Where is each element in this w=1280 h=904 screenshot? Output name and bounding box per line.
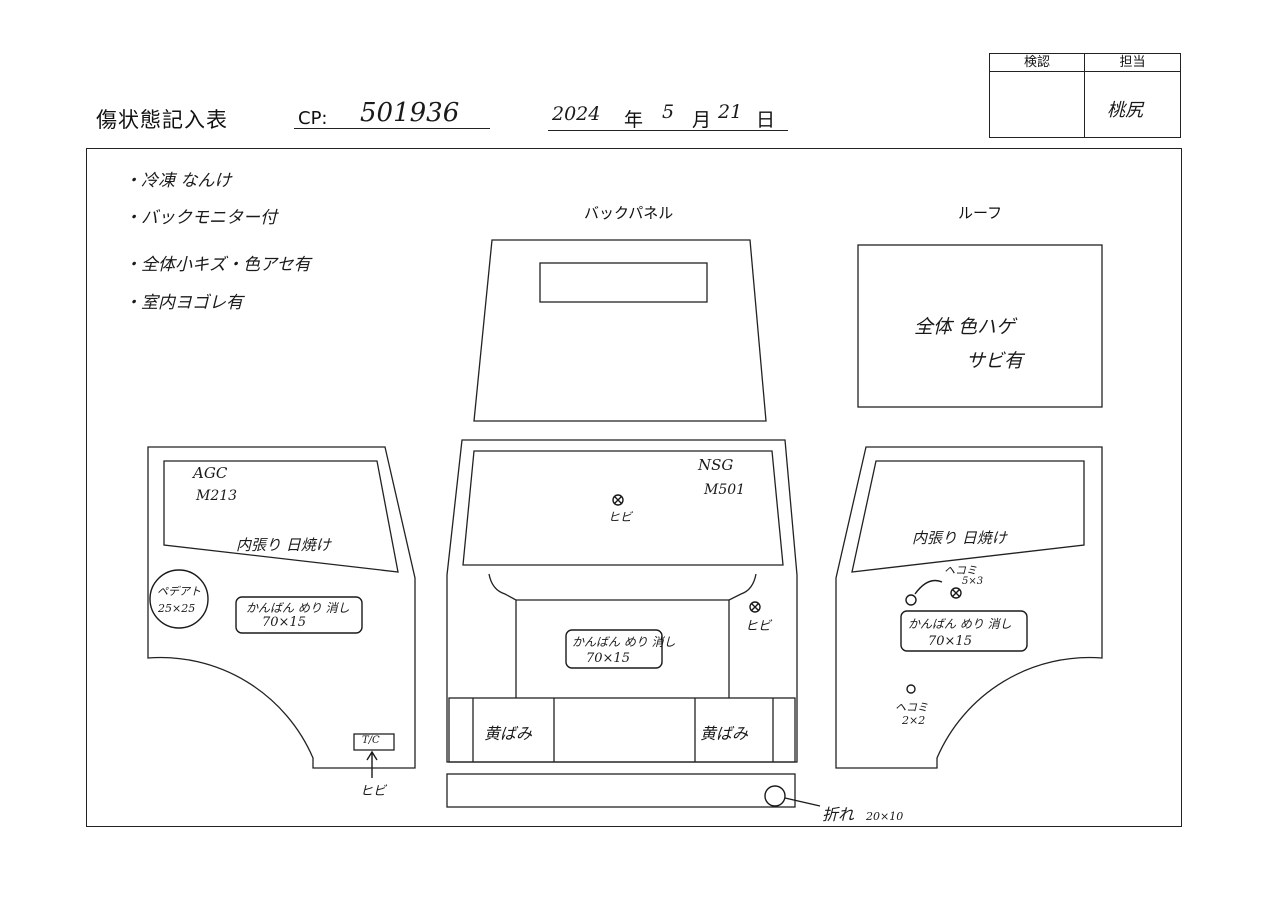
left-door-window xyxy=(163,460,399,573)
stamp-col-charge: 担当 桃尻 xyxy=(1085,54,1180,137)
left-arrow xyxy=(366,750,378,778)
front-glass-note: ヒビ xyxy=(608,510,633,524)
left-glass-code: M213 xyxy=(196,488,238,504)
left-sign-bubble xyxy=(235,596,363,634)
date-year-label: 年 xyxy=(624,109,644,131)
stamp-charge-name: 桃尻 xyxy=(1107,100,1143,121)
back-panel-label: バックパネル xyxy=(584,204,674,222)
back-panel-window xyxy=(539,262,708,303)
left-arrow-note: ヒビ xyxy=(360,784,387,799)
right-mark-2 xyxy=(950,587,962,599)
note-2: ・バックモニター付 xyxy=(124,208,277,228)
bottom-size: 20×10 xyxy=(866,810,904,823)
roof-note-1: 全体 色ハゲ xyxy=(914,316,1016,338)
front-glass-maker: NSG xyxy=(698,456,734,474)
stamp-box: 検認 担当 桃尻 xyxy=(989,53,1181,138)
right-hekomi-1: ヘコミ xyxy=(944,564,977,577)
cp-underline xyxy=(294,128,490,129)
roof-outline xyxy=(857,244,1103,408)
left-tc-box xyxy=(353,733,395,751)
date-day-label: 日 xyxy=(756,109,776,131)
left-glass-note: 内張り 日焼け xyxy=(236,536,331,554)
bottom-bar xyxy=(446,773,796,808)
left-glass-maker: AGC xyxy=(193,464,228,482)
right-panel-outline xyxy=(835,446,1103,769)
diagram-frame xyxy=(86,148,1182,827)
left-tc-text: T/C xyxy=(362,735,380,746)
right-hekomi-2: ヘコミ xyxy=(895,701,928,714)
roof-label: ルーフ xyxy=(958,204,1003,222)
right-door-window xyxy=(851,460,1085,573)
date-year: 2024 xyxy=(552,103,601,125)
date-day: 21 xyxy=(718,101,743,123)
stamp-header-inspect: 検認 xyxy=(990,54,1084,72)
left-panel-outline xyxy=(147,446,416,769)
front-bumper xyxy=(448,697,796,763)
right-sign-text-1: かんばん めり 消し xyxy=(908,617,1012,631)
front-panel-outline xyxy=(446,439,798,763)
front-right-note: ヒビ xyxy=(745,619,772,634)
front-grille-curve xyxy=(488,573,757,698)
right-hekomi-2-size: 2×2 xyxy=(902,714,926,727)
front-sign-text-2: 70×15 xyxy=(586,651,630,666)
note-4: ・室内ヨゴレ有 xyxy=(124,293,243,313)
date-month: 5 xyxy=(662,101,675,123)
front-glass-mark xyxy=(612,494,624,506)
front-glass-code: M501 xyxy=(704,482,746,498)
front-sign-bubble xyxy=(565,629,663,669)
front-left-bumper-note: 黄ばみ xyxy=(484,724,533,743)
note-3: ・全体小キズ・色アセ有 xyxy=(124,255,311,275)
right-mark-1 xyxy=(905,594,917,606)
left-sign-text-1: かんばん めり 消し xyxy=(246,601,350,615)
front-sign-text-1: かんばん めり 消し xyxy=(572,635,676,649)
front-windshield xyxy=(462,450,784,566)
stamp-col-inspect: 検認 xyxy=(990,54,1085,137)
form-title: 傷状態記入表 xyxy=(96,108,228,132)
date-underline xyxy=(548,130,788,131)
left-circle-text-2: 25×25 xyxy=(158,602,196,615)
note-1: ・冷凍 なんけ xyxy=(124,171,232,191)
bottom-leader xyxy=(784,797,821,807)
front-right-bumper-note: 黄ばみ xyxy=(700,724,749,743)
stamp-header-charge: 担当 xyxy=(1085,54,1180,72)
date-month-label: 月 xyxy=(692,109,712,131)
cp-value: 501936 xyxy=(360,98,460,128)
bottom-note: 折れ xyxy=(822,805,855,824)
right-hekomi-1-size: 5×3 xyxy=(962,576,984,587)
left-circle-text-1: ペデアト xyxy=(157,585,201,598)
left-sign-text-2: 70×15 xyxy=(262,615,306,630)
cp-label: CP: xyxy=(298,108,328,129)
roof-note-2: サビ有 xyxy=(966,350,1024,372)
right-sign-bubble xyxy=(900,610,1028,652)
right-mark-curve xyxy=(914,579,943,595)
front-right-mark xyxy=(749,601,761,613)
right-mark-3 xyxy=(906,684,916,694)
left-damage-circle xyxy=(149,569,209,629)
right-glass-note: 内張り 日焼け xyxy=(912,529,1007,547)
front-bumper-dividers xyxy=(472,698,774,762)
back-panel-outline xyxy=(473,239,767,422)
bottom-damage-mark xyxy=(764,785,786,807)
right-sign-text-2: 70×15 xyxy=(928,634,972,649)
